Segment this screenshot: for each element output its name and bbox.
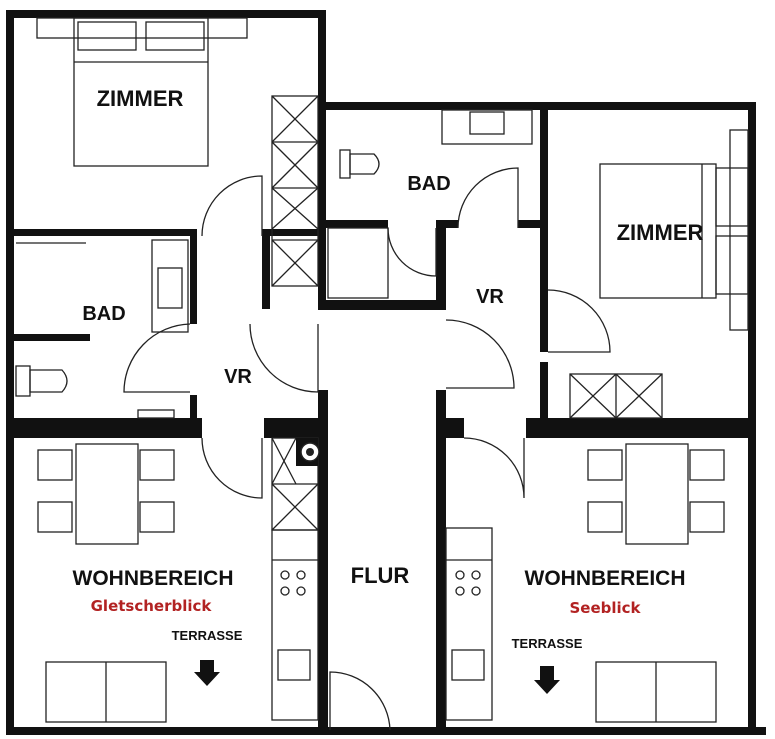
bed-left-icon bbox=[36, 17, 248, 167]
vr-left-label: VR bbox=[224, 366, 252, 388]
terrace-arrow-right-icon bbox=[534, 666, 560, 694]
furniture bbox=[15, 17, 749, 723]
bed-right-icon bbox=[599, 129, 749, 331]
sofa-right-icon bbox=[595, 661, 717, 723]
zimmer-left-label: ZIMMER bbox=[97, 86, 184, 111]
wohnbereich-left-label: WOHNBEREICH bbox=[73, 567, 234, 590]
walls bbox=[6, 10, 766, 735]
bad-left-label: BAD bbox=[82, 303, 125, 325]
terrace-arrow-left-icon bbox=[194, 660, 220, 686]
toilet-right-icon bbox=[339, 149, 380, 179]
sofa-left-icon bbox=[45, 661, 167, 723]
bad-right-label: BAD bbox=[407, 173, 450, 195]
dining-table-left-icon bbox=[37, 443, 175, 545]
wohnbereich-right-label: WOHNBEREICH bbox=[525, 567, 686, 590]
closet-right-icon bbox=[569, 373, 663, 419]
toilet-left-icon bbox=[15, 365, 68, 397]
zimmer-right-label: ZIMMER bbox=[617, 220, 704, 245]
terrace-left-label: TERRASSE bbox=[172, 628, 243, 643]
terrace-right-label: TERRASSE bbox=[512, 636, 583, 651]
flur-label: FLUR bbox=[351, 563, 410, 588]
vr-right-label: VR bbox=[476, 286, 504, 308]
kitchen-right-icon bbox=[445, 527, 493, 721]
dining-table-right-icon bbox=[587, 443, 725, 545]
view-right-label: Seeblick bbox=[569, 599, 641, 617]
closet-left-icon bbox=[271, 95, 319, 287]
doors bbox=[123, 167, 611, 731]
kitchen-left-icon bbox=[271, 529, 319, 721]
view-left-label: Gletscherblick bbox=[91, 597, 213, 615]
